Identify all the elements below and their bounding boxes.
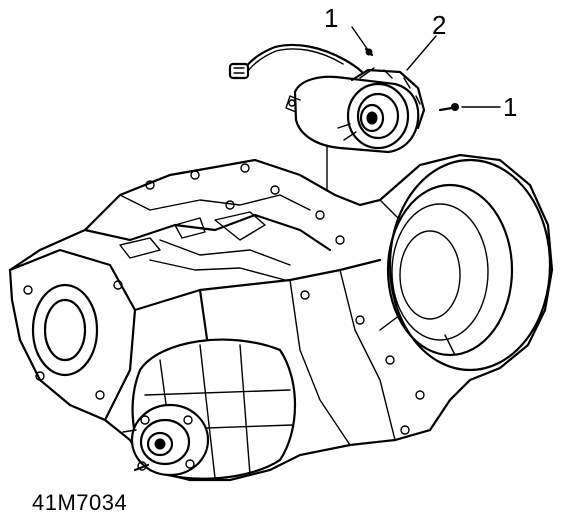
transfer-case-housing xyxy=(8,153,554,482)
bolt-top xyxy=(364,47,374,57)
leader-line-callout-2 xyxy=(406,35,437,71)
callout-label-1-right: 1 xyxy=(503,92,518,122)
wire-harness xyxy=(228,43,364,80)
rear-housing-drum xyxy=(388,158,552,372)
callout-label-2: 2 xyxy=(432,10,447,40)
leader-line-callout-1-top xyxy=(351,26,369,51)
output-flange xyxy=(130,403,210,477)
bolt-right xyxy=(438,103,459,112)
input-bore xyxy=(31,283,99,377)
figure-id: 41M7034 xyxy=(32,490,128,515)
callout-label-1-top: 1 xyxy=(324,3,339,33)
electrical-connector xyxy=(228,62,250,80)
leader-lines xyxy=(326,26,501,196)
shift-motor xyxy=(285,67,426,154)
